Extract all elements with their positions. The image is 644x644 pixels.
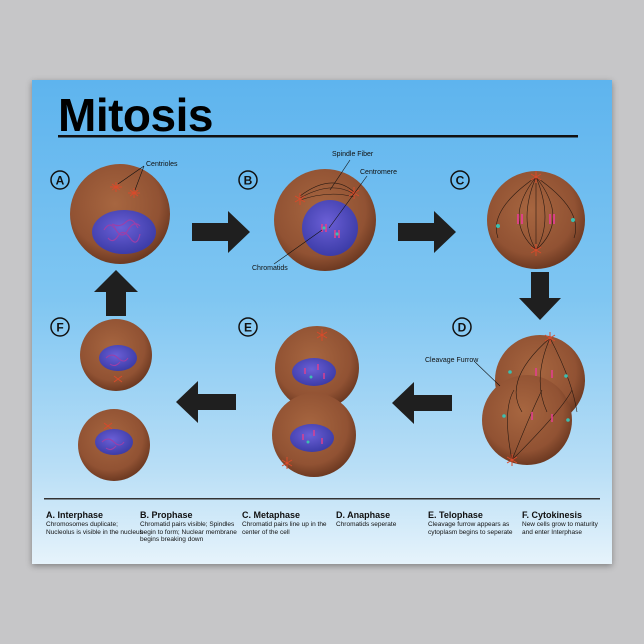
label-centromere: Centromere [360,169,397,176]
stage-name-e: E. Telophase [428,510,483,520]
stage-name-c: C. Metaphase [242,510,301,520]
stage-text-e: Cleavage furrow appears as cytoplasm beg… [428,521,513,536]
arrow-a-to-b [192,211,250,253]
label-cleavage-furrow: Cleavage Furrow [425,357,479,364]
mitosis-diagram: A B C D E F Centrioles Spindle Fiber Cen… [44,135,600,500]
stage-badge-d: D [452,317,472,337]
stage-letter-c: C [456,174,465,188]
stage-text-a: Chromosomes duplicate; Nucleolus is visi… [46,521,143,536]
arrow-c-to-d [519,272,561,320]
arrow-f-to-a [94,270,138,316]
stage-description-d: D. Anaphase Chromatids seperate [336,510,434,529]
arrow-d-to-e [392,382,452,424]
arrow-b-to-c [398,211,456,253]
stage-letter-a: A [56,174,65,188]
cell-e-telophase [272,326,359,477]
stage-badge-c: C [450,170,470,190]
stage-letter-d: D [458,321,467,335]
stage-badge-a: A [50,170,70,190]
mitosis-poster: A B C D E F Centrioles Spindle Fiber Cen… [32,80,612,564]
cell-d-chromatids [531,368,553,422]
stage-letter-f: F [56,321,63,335]
description-divider [44,498,600,500]
arrow-e-to-f [176,381,236,423]
cell-a-interphase [70,164,170,264]
stage-name-b: B. Prophase [140,510,193,520]
stage-text-b: Chromatid pairs visible; Spindles begin … [140,521,237,544]
title-underline [58,135,578,138]
stage-badge-e: E [238,317,258,337]
cell-e-nucleus-top [292,358,336,386]
cell-a-chromatin [103,219,141,243]
stage-letter-e: E [244,321,252,335]
cell-c-spindle-fibers [496,176,576,251]
label-centrioles: Centrioles [146,161,178,168]
cell-e-nucleus-bottom [290,424,334,452]
stage-description-b: B. Prophase Chromatid pairs visible; Spi… [140,510,238,544]
stage-badge-b: B [238,170,258,190]
cell-c-metaphase [487,171,585,269]
stage-text-f: New cells grow to maturity and enter Int… [522,521,598,536]
stage-name-f: F. Cytokinesis [522,510,583,520]
stage-description-e: E. Telophase Cleavage furrow appears as … [428,510,526,536]
stage-name-d: D. Anaphase [336,510,391,520]
cell-b-prophase [273,159,376,271]
cell-d-anaphase [474,332,585,466]
cell-f-cytokinesis [78,319,152,481]
cell-b-chromatids [321,224,340,238]
cell-a-centriole-2 [128,188,140,198]
label-spindle-fiber: Spindle Fiber [332,151,374,158]
poster-title: Mitosis [58,89,213,141]
cell-c-chromosomes [517,214,555,224]
stage-description-a: A. Interphase Chromosomes duplicate; Nuc… [46,510,144,536]
stage-name-a: A. Interphase [46,510,104,520]
stage-letter-b: B [244,174,253,188]
stage-description-c: C. Metaphase Chromatid pairs line up in … [242,510,340,536]
stage-text-d: Chromatids seperate [336,521,397,528]
cell-a-centriole-1 [110,182,122,192]
stage-description-f: F. Cytokinesis New cells grow to maturit… [522,510,604,536]
stage-badge-f: F [50,317,70,337]
cell-b-nucleus [302,200,358,256]
label-chromatids: Chromatids [252,265,288,272]
stage-text-c: Chromatid pairs line up in the center of… [242,521,327,536]
